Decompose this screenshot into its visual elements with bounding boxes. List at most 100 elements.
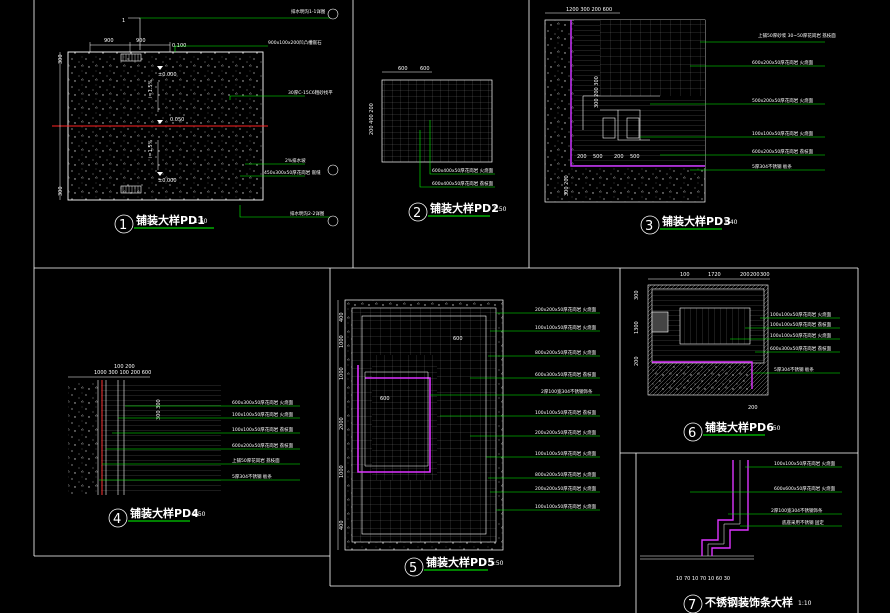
- pd3-scale: 1:40: [724, 219, 738, 226]
- pd2-scale: 1:50: [493, 206, 507, 213]
- pd5-note-7: 200x200x50厚花岗岩 火烧面: [535, 429, 597, 436]
- detail-pd1: 900 900 0.100 1 排水明沟1-1详图 300 300 ±0.000…: [52, 8, 339, 234]
- pd6-note-4: 600x300x50厚花岗岩 荔枝面: [770, 345, 832, 352]
- pd1-callout-top: 1: [122, 18, 125, 24]
- pd5-dim-left-2: 1000: [339, 335, 345, 348]
- pd3-dim-top: 1200 300 200 600: [566, 7, 612, 13]
- pd5-note-3: 800x200x50厚花岗岩 火烧面: [535, 349, 597, 356]
- pd7-index: 7: [688, 598, 696, 613]
- pd6-dim-top-3: 200: [740, 272, 750, 278]
- pd5-note-4: 600x300x50厚花岗岩 荔枝面: [535, 371, 597, 378]
- pd5-index-circle: [404, 557, 424, 577]
- pd2-title: 铺装大样PD2: [430, 201, 499, 215]
- pd5-dim-left-6: 400: [339, 520, 345, 530]
- pd6-dim-left-2: 1300: [634, 321, 640, 334]
- pd1-note-4: 450x300x50厚花岗岩 嵌缝: [264, 169, 321, 176]
- pd6-dim-bottom: 200: [748, 405, 758, 411]
- pd4-dim-top2: 100 200: [114, 364, 135, 370]
- pd5-steel-strip: [357, 365, 431, 473]
- pd6-note-1: 100x100x50厚花岗岩 火烧面: [770, 311, 832, 318]
- pd2-dim-top-2: 600: [420, 66, 430, 72]
- pd3-steel-strip: [570, 20, 705, 167]
- detail-pd7: 100x100x50厚花岗岩 火烧面 600x600x50厚花岗岩 火烧面 2厚…: [640, 460, 842, 613]
- pd4-stipple: [68, 383, 98, 495]
- pd4-scale: 1:50: [192, 511, 206, 518]
- pd1-dim-left-1: 300: [58, 54, 64, 64]
- pd1-dim-top-1: 900: [104, 38, 114, 44]
- pd6-steel-strip: [652, 361, 753, 389]
- pd2-note-1: 600x400x50厚花岗岩 火烧面: [432, 167, 494, 174]
- pd6-note-3: 100x100x50厚花岗岩 火烧面: [770, 332, 832, 339]
- detail-pd4: 1000 300 100 200 600 100 200 300 300 600…: [68, 364, 300, 528]
- pd5-note-2: 100x100x50厚花岗岩 火烧面: [535, 324, 597, 331]
- pd6-dim-top-2: 1720: [708, 272, 721, 278]
- pd4-index: 4: [113, 512, 121, 527]
- pd3-dim-bottom-4: 500: [630, 154, 640, 160]
- pd1-slope-2: i=1.5%: [148, 139, 154, 158]
- pd3-note-1: 上铺50厚砂浆 30~50厚花岗岩 荔枝面: [758, 32, 836, 39]
- pd3-note-3: 500x200x50厚花岗岩 火烧面: [752, 97, 814, 104]
- pd5-note-9: 800x200x50厚花岗岩 火烧面: [535, 471, 597, 478]
- pd5-dim-inner-2: 600: [380, 396, 390, 402]
- pd3-note-4: 100x100x50厚花岗岩 火烧面: [752, 130, 814, 137]
- pd1-note-2: 30厚C-15C6粗砂找平: [288, 89, 333, 96]
- pd2-dim-top-1: 600: [398, 66, 408, 72]
- pd1-level-3: ±0.000: [158, 178, 177, 184]
- pd1-dim-top-2: 900: [136, 38, 146, 44]
- pd1-drain-top: [120, 53, 142, 62]
- pd1-level-2: 0.050: [170, 117, 184, 123]
- pd7-steel-strips: [701, 460, 749, 556]
- pd3-index-circle: [640, 215, 660, 235]
- pd5-title: 铺装大样PD5: [426, 555, 495, 569]
- pd5-dim-left-3: 1000: [339, 367, 345, 380]
- pd1-note-3: 2%排水坡: [285, 157, 306, 164]
- pd7-title: 不锈钢装饰条大样: [705, 595, 793, 609]
- pd1-index-circle: [114, 214, 134, 234]
- pd4-dim-top: 1000 300 100 200 600: [94, 370, 151, 376]
- pd4-note-6: 5厚304不锈钢 板条: [232, 473, 272, 480]
- pd3-dim-bottom-3: 200: [614, 154, 624, 160]
- pd5-dim-left-5: 1000: [339, 465, 345, 478]
- pd6-index-circle: [683, 422, 703, 442]
- pd7-scale: 1:10: [798, 600, 812, 607]
- pd6-scale: 1:50: [767, 425, 781, 432]
- pd1-drain-bottom: [120, 185, 142, 194]
- pd2-dim-left: 200 400 200: [369, 103, 375, 135]
- pd4-note-5: 上铺50厚花岗岩 荔枝面: [232, 457, 280, 464]
- pd3-title: 铺装大样PD3: [662, 214, 731, 228]
- pd1-title: 铺装大样PD1: [136, 213, 205, 227]
- pd5-dim-left-4: 2000: [339, 417, 345, 430]
- pd5-scale: 1:50: [490, 560, 504, 567]
- detail-pd3: 1200 300 200 600 200 500 200 500 300 200…: [544, 7, 836, 235]
- pd5-index: 5: [409, 561, 417, 576]
- pd3-dim-left-bottom: 300 200: [564, 175, 570, 196]
- pd6-dim-top-4: 200: [750, 272, 760, 278]
- pd1-section-note-2: 排水明沟2-2详图: [290, 210, 325, 217]
- pd7-index-circle: [683, 594, 703, 613]
- pd2-index: 2: [413, 206, 421, 221]
- pd3-note-2: 600x200x50厚花岗岩 火烧面: [752, 59, 814, 66]
- pd7-note-1: 100x100x50厚花岗岩 火烧面: [774, 460, 836, 467]
- detail-pd5: 400 1000 1000 2000 1000 400 600 600 200x…: [337, 299, 600, 577]
- pd5-note-10: 200x200x50厚花岗岩 火烧面: [535, 485, 597, 492]
- pd7-note-3: 2厚100宽304不锈钢饰条: [771, 507, 823, 514]
- pd5-note-8: 100x100x50厚花岗岩 火烧面: [535, 450, 597, 457]
- pd5-note-11: 100x100x50厚花岗岩 火烧面: [535, 503, 597, 510]
- pd6-dim-left-3: 200: [634, 356, 640, 366]
- pd7-note-4: 底座采用不锈钢 固定: [782, 519, 824, 526]
- pd4-index-circle: [108, 508, 128, 528]
- detail-pd6: 100 1720 200 200 300 300 1300 200 200 10…: [634, 272, 840, 442]
- pd1-index: 1: [119, 218, 127, 233]
- pd3-dim-bottom-2: 500: [593, 154, 603, 160]
- pd5-note-1: 200x200x50厚花岗岩 火烧面: [535, 306, 597, 313]
- pd7-note-2: 600x600x50厚花岗岩 火烧面: [774, 485, 836, 492]
- pd5-note-5: 2厚100宽304不锈钢饰条: [541, 388, 593, 395]
- pd4-note-3: 100x100x50厚花岗岩 荔枝面: [232, 426, 294, 433]
- pd1-dim-left-2: 300: [58, 186, 64, 196]
- pd4-note-4: 600x200x50厚花岗岩 荔枝面: [232, 442, 294, 449]
- pd4-title: 铺装大样PD4: [130, 506, 199, 520]
- pd6-note-2: 100x100x50厚花岗岩 荔枝面: [770, 321, 832, 328]
- pd6-index: 6: [688, 426, 696, 441]
- pd3-dim-left: 300 200 300: [594, 76, 600, 108]
